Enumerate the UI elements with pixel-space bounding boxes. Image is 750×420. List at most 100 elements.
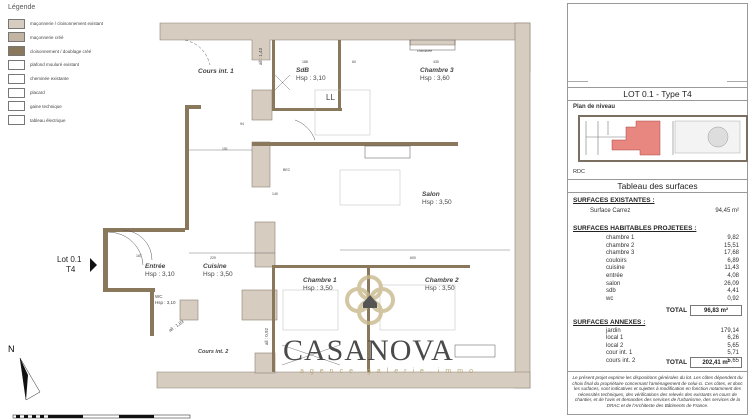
existing-surfaces-title: SURFACES EXISTANTES : [573, 197, 655, 204]
table-row: chambre 2 15,51 [568, 243, 747, 250]
row-label: cour int. 1 [606, 350, 633, 357]
legend-item: plafond mouluré existant [8, 59, 79, 70]
row-value: 17,68 [723, 250, 739, 257]
legend-swatch-icon [8, 18, 25, 29]
row-label: chambre 2 [606, 242, 635, 249]
row-value: 0,92 [727, 295, 739, 302]
room-cuisine-hsp: Hsp : 3,50 [203, 271, 233, 278]
room-entree: Entrée [145, 263, 166, 270]
row-value: 6,26 [727, 335, 739, 342]
room-sdb: SdB [296, 67, 309, 74]
room-chambre-3-hsp: Hsp : 3,60 [420, 75, 450, 82]
watermark-brand: CASANOVA [283, 334, 454, 367]
entrance-arrow-icon [90, 258, 97, 272]
room-salon-hsp: Hsp : 3,50 [422, 199, 452, 206]
row-label: cours int. 2 [606, 357, 636, 364]
room-chambre-2-hsp: Hsp : 3,50 [425, 285, 455, 292]
legend-swatch-icon [8, 73, 25, 84]
row-label: chambre 1 [606, 235, 635, 241]
table-row: local 1 6,26 [568, 335, 747, 342]
table-row: cours int. 2 5,65 [568, 358, 747, 365]
linen-label: LL [326, 93, 335, 102]
row-label: wc [606, 295, 614, 302]
table-title: Tableau des surfaces [568, 179, 747, 193]
row-label: couloirs [606, 257, 627, 264]
lot-title: LOT 0.1 - Type T4 [568, 87, 747, 101]
row-label: local 2 [606, 342, 624, 349]
info-panel: LOT 0.1 - Type T4 Plan de niveau RDC Tab… [567, 3, 748, 415]
lot-marker-label: Lot 0.1 [57, 255, 82, 264]
row-value: 5,65 [727, 357, 739, 364]
row-value: 4,41 [727, 288, 739, 295]
row-label: salon [606, 280, 621, 287]
lot-marker-type: T4 [66, 265, 76, 274]
dim-label: 94 [240, 122, 244, 126]
legend-item: tableau électrique [8, 115, 66, 126]
legend-item: cloisonnement / doublage créé [8, 46, 91, 57]
legend-swatch-icon [8, 87, 25, 98]
row-value: 26,09 [723, 280, 739, 287]
north-label: N [8, 344, 15, 354]
af-label-1: all : 1,43 [258, 47, 263, 65]
room-chambre-1-hsp: Hsp : 3,50 [303, 285, 333, 292]
room-cours-int-2: Cours int. 2 [198, 349, 228, 355]
row-label: entrée [606, 273, 624, 279]
legend-label: cloisonnement / doublage créé [30, 48, 92, 54]
row-label: Surface Carrez [590, 208, 631, 214]
room-salon: Salon [422, 191, 440, 198]
level-thumbnail [578, 115, 748, 162]
room-cuisine: Cuisine [203, 263, 227, 270]
disclaimer-note: Le présent projet exprime les dispositio… [572, 375, 743, 408]
table-row: wc 0,92 [568, 296, 747, 303]
table-row: jardin 179,14 [568, 328, 747, 335]
row-value: 5,65 [727, 342, 739, 349]
legend-label: cheminée existante [30, 76, 69, 82]
watermark-tagline: agence galerie.immo [300, 368, 479, 375]
legend-swatch-icon [8, 59, 25, 70]
legend-swatch-icon [8, 115, 25, 126]
table-row: salon 26,09 [568, 281, 747, 288]
room-wc-hsp: Hsp : 3,10 [155, 300, 176, 305]
legend-label: plafond mouluré existant [30, 62, 80, 68]
legend-item: maçonnerie / cloisonnement existant [8, 18, 103, 29]
row-value: 11,43 [724, 265, 739, 272]
row-value: 9,82 [727, 235, 739, 241]
row-label: cuisine [606, 265, 625, 272]
dim-label: 60 [352, 60, 356, 64]
legend-label: gaine technique [30, 103, 62, 109]
table-row: local 2 5,65 [568, 343, 747, 350]
room-entree-hsp: Hsp : 3,10 [145, 271, 175, 278]
row-label: jardin [606, 328, 621, 334]
dim-label: 167 [136, 254, 142, 258]
dim-label: 229 [210, 256, 216, 260]
row-label: local 1 [606, 335, 624, 342]
legend-item: maçonnerie créé [8, 32, 64, 43]
room-wc: WC [155, 294, 163, 299]
table-row: chambre 1 9,82 [568, 235, 747, 242]
floor-plan: Cours int. 1 SdB Hsp : 3,10 Chambre 3 Hs… [8, 22, 531, 419]
row-value: 15,51 [723, 242, 739, 249]
level-label: RDC [573, 169, 585, 175]
room-chambre-1: Chambre 1 [303, 277, 337, 284]
legend-title: Légende [8, 4, 36, 11]
af-label-2: all : 1,83 [168, 319, 185, 333]
dim-label: 600 [410, 256, 416, 260]
dim-label: 430 [433, 60, 439, 64]
row-value: 179,14 [720, 328, 739, 334]
room-chambre-2: Chambre 2 [425, 277, 459, 284]
room-cours-int-1: Cours int. 1 [198, 68, 234, 75]
room-chambre-3: Chambre 3 [420, 67, 454, 74]
table-row: sdb 4,41 [568, 288, 747, 295]
legend-swatch-icon [8, 32, 25, 43]
legend-swatch-icon [8, 46, 25, 57]
dim-label: 188 [302, 60, 308, 64]
legend-label: maçonnerie / cloisonnement existant [30, 21, 104, 26]
annex-surfaces-title: SURFACES ANNEXES : [573, 319, 646, 326]
legend-swatch-icon [8, 101, 25, 112]
room-sdb-hsp: Hsp : 3,10 [296, 75, 326, 82]
row-label: sdb [606, 288, 616, 295]
